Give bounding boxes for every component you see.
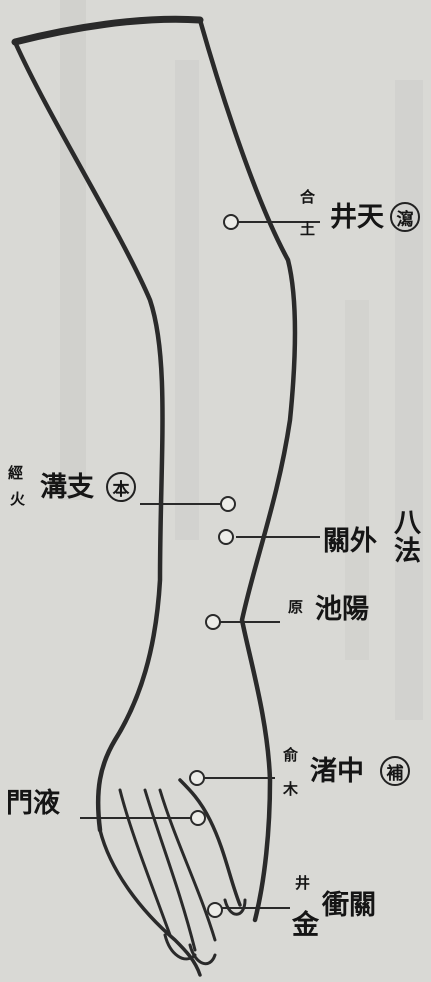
tianjing-element-top: 合 xyxy=(300,188,316,206)
yangchi-element: 原 xyxy=(288,598,304,616)
yemen-label: 門液 xyxy=(6,788,60,819)
arm-left-edge xyxy=(12,39,165,833)
acupoint-markers xyxy=(189,214,239,918)
finger-1 xyxy=(118,788,172,937)
zhigou-mark: 本 xyxy=(106,472,136,502)
waiguan-mark-bottom: 法 xyxy=(394,536,421,567)
arm-right-edge xyxy=(197,17,298,923)
waiguan-mark-top: 八 xyxy=(394,508,421,539)
point-zhigou xyxy=(220,496,236,512)
fingertip-1 xyxy=(163,933,197,961)
tianjing-element-bottom: 土 xyxy=(300,220,316,238)
guanchong-label: 衝關 xyxy=(322,890,376,921)
zhigou-prefix-top: 經 xyxy=(8,464,24,482)
zhigou-label: 溝支 xyxy=(40,472,94,503)
point-yemen xyxy=(190,810,206,826)
hand-outline xyxy=(98,828,202,977)
leader-lines xyxy=(80,221,320,909)
finger-3 xyxy=(158,788,217,942)
point-guanchong xyxy=(207,902,223,918)
thumb-edge xyxy=(178,778,242,907)
fingertip-3 xyxy=(223,898,247,916)
point-waiguan xyxy=(218,529,234,545)
guanchong-element-bottom: 金 xyxy=(292,910,319,941)
point-tianjing xyxy=(223,214,239,230)
zhigou-prefix-bottom: 火 xyxy=(10,490,26,508)
tianjing-mark: 瀉 xyxy=(390,202,420,232)
fingertip-2 xyxy=(188,943,217,966)
upper-arm-top-edge xyxy=(11,15,204,46)
point-zhongzhu xyxy=(189,770,205,786)
tianjing-label: 井天 xyxy=(330,202,384,233)
yangchi-label: 池陽 xyxy=(315,594,369,625)
guanchong-element-top: 井 xyxy=(295,874,311,892)
zhongzhu-mark: 補 xyxy=(380,756,410,786)
finger-2 xyxy=(143,788,197,952)
waiguan-label: 關外 xyxy=(323,526,377,557)
zhongzhu-element-bottom: 木 xyxy=(283,780,299,798)
point-yangchi xyxy=(205,614,221,630)
zhongzhu-element-top: 俞 xyxy=(283,746,299,764)
arm-outline xyxy=(11,15,298,977)
zhongzhu-label: 渚中 xyxy=(310,756,364,787)
